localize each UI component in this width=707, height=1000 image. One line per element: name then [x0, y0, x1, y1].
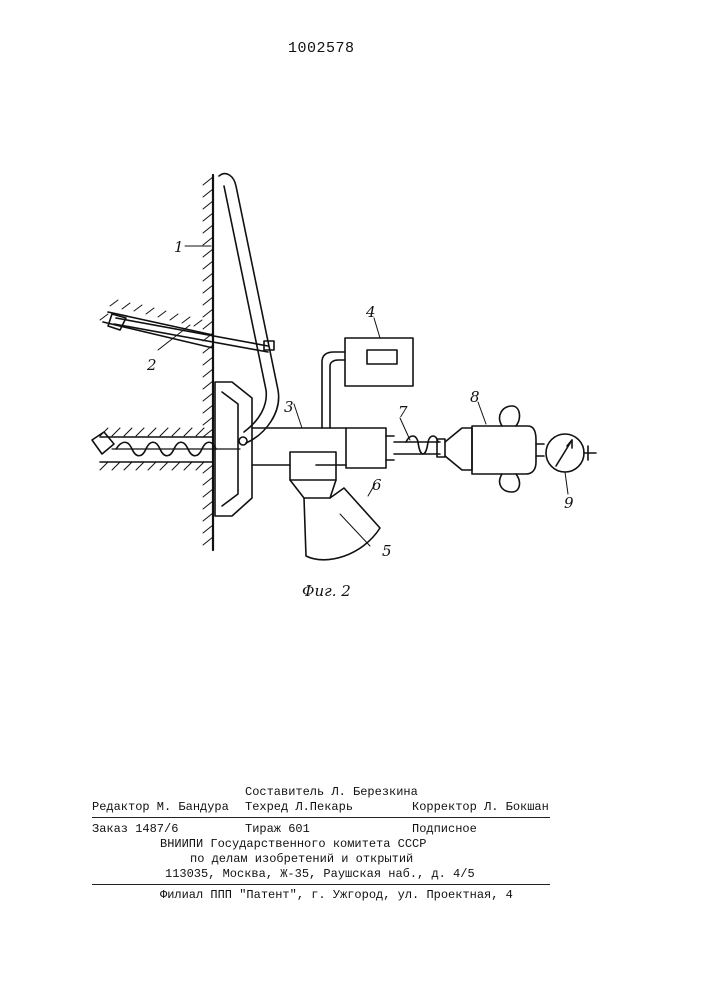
footer-rule-bottom: [92, 884, 550, 885]
circulation: Тираж 601: [245, 822, 310, 836]
compiler: Составитель Л. Березкина: [245, 785, 418, 799]
gauge-9: [546, 434, 596, 472]
figure-label-2: 2: [146, 356, 157, 374]
org-line-1: ВНИИПИ Государственного комитета СССР: [160, 837, 426, 851]
order-number: Заказ 1487/6: [92, 822, 178, 836]
figure-label-4: 4: [365, 303, 376, 321]
figure-label-7: 7: [398, 403, 408, 421]
leader-lines: [158, 246, 568, 546]
rock-wall: [203, 175, 213, 550]
figure-label-1: 1: [174, 238, 184, 256]
pipe-1: [219, 174, 279, 445]
org-line-2: по делам изобретений и открытий: [190, 852, 413, 866]
footer-rule-top: [92, 817, 550, 818]
hose-7: [394, 436, 445, 457]
figure-label-9: 9: [564, 494, 574, 512]
unit-6: [346, 428, 394, 468]
techred: Техред Л.Пекарь: [245, 800, 353, 814]
figure-label-6: 6: [372, 476, 382, 494]
corrector: Корректор Л. Бокшан: [412, 800, 549, 814]
figure-label-5: 5: [382, 542, 392, 560]
subscription: Подписное: [412, 822, 477, 836]
org-line-3: 113035, Москва, Ж-35, Раушская наб., д. …: [165, 867, 475, 881]
editor: Редактор М. Бандура: [92, 800, 229, 814]
branch-address: Филиал ППП "Патент", г. Ужгород, ул. Про…: [160, 888, 513, 902]
connector-pipe: [322, 352, 345, 428]
figure-caption: Фиг. 2: [302, 582, 351, 600]
figure-label-3: 3: [284, 398, 294, 416]
lower-borehole: [92, 428, 240, 470]
figure-label-8: 8: [470, 388, 480, 406]
pump-8: [445, 406, 544, 492]
box-4: [345, 338, 413, 386]
main-pipe-3: [252, 428, 346, 465]
rod-2: [114, 318, 274, 352]
